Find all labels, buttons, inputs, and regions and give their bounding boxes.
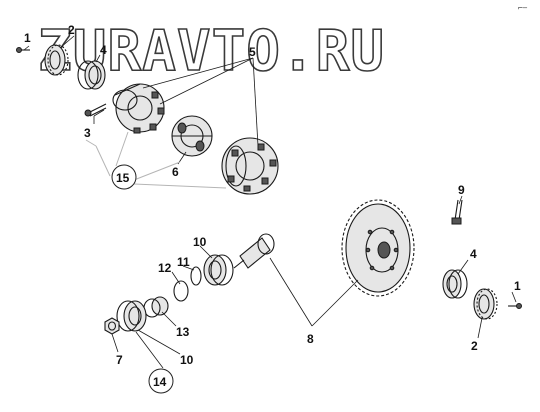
part-3-bolt-left: [84, 103, 107, 117]
part-12-snap-ring: [173, 280, 189, 302]
part-10-bearing-upper: [203, 254, 234, 286]
corner-mark: ⌐–: [518, 3, 528, 12]
part-1-bolt-top-left: [16, 47, 30, 53]
group-15-leader-lines: [85, 131, 227, 189]
callout-12: 12: [158, 261, 172, 275]
callout-1-right: 1: [514, 279, 521, 293]
part-7-flange-nut: [104, 317, 120, 335]
leader-lines: [23, 35, 517, 369]
callout-7: 7: [116, 353, 123, 367]
callout-14-circle: [148, 368, 174, 394]
callout-2-top: 2: [68, 23, 75, 37]
part-8-ring-gear: [341, 199, 415, 297]
part-4-bearing-right: [442, 269, 468, 299]
callout-2-right: 2: [471, 339, 478, 353]
callout-10-lower: 10: [180, 353, 194, 367]
callout-4-right: 4: [470, 247, 477, 261]
callout-8: 8: [307, 332, 314, 346]
callout-4-top: 4: [100, 43, 107, 57]
callout-6: 6: [172, 165, 179, 179]
part-11-shim: [190, 266, 202, 286]
callout-9: 9: [458, 183, 465, 197]
callout-11: 11: [177, 255, 190, 269]
callout-14: 14: [153, 375, 167, 389]
callout-15: 15: [116, 171, 130, 185]
callout-15-circle: [111, 164, 137, 190]
part-6-diff-gear-set: [171, 115, 213, 157]
callout-10-upper: 10: [193, 235, 207, 249]
part-1-bolt-right: [508, 303, 522, 309]
part-10-bearing-lower: [116, 300, 147, 332]
callout-1-top: 1: [24, 31, 31, 45]
callout-5: 5: [249, 45, 256, 59]
part-5-diff-case-half-upper: [112, 83, 165, 134]
callout-13: 13: [176, 325, 190, 339]
part-9-bolt-right: [451, 199, 463, 225]
part-2-adjuster-nut-top-left: [44, 44, 69, 76]
part-4-bearing-top-left: [77, 60, 106, 90]
part-8-pinion-shaft: [233, 233, 275, 269]
part-2-adjuster-nut-right: [473, 288, 498, 320]
callout-labels: 1 2 4 5 3 15 6 9 10 11 12 4 1 13 8 2 7 1…: [24, 23, 521, 394]
part-5-diff-case-half-lower: [221, 137, 279, 195]
callout-3: 3: [84, 126, 91, 140]
